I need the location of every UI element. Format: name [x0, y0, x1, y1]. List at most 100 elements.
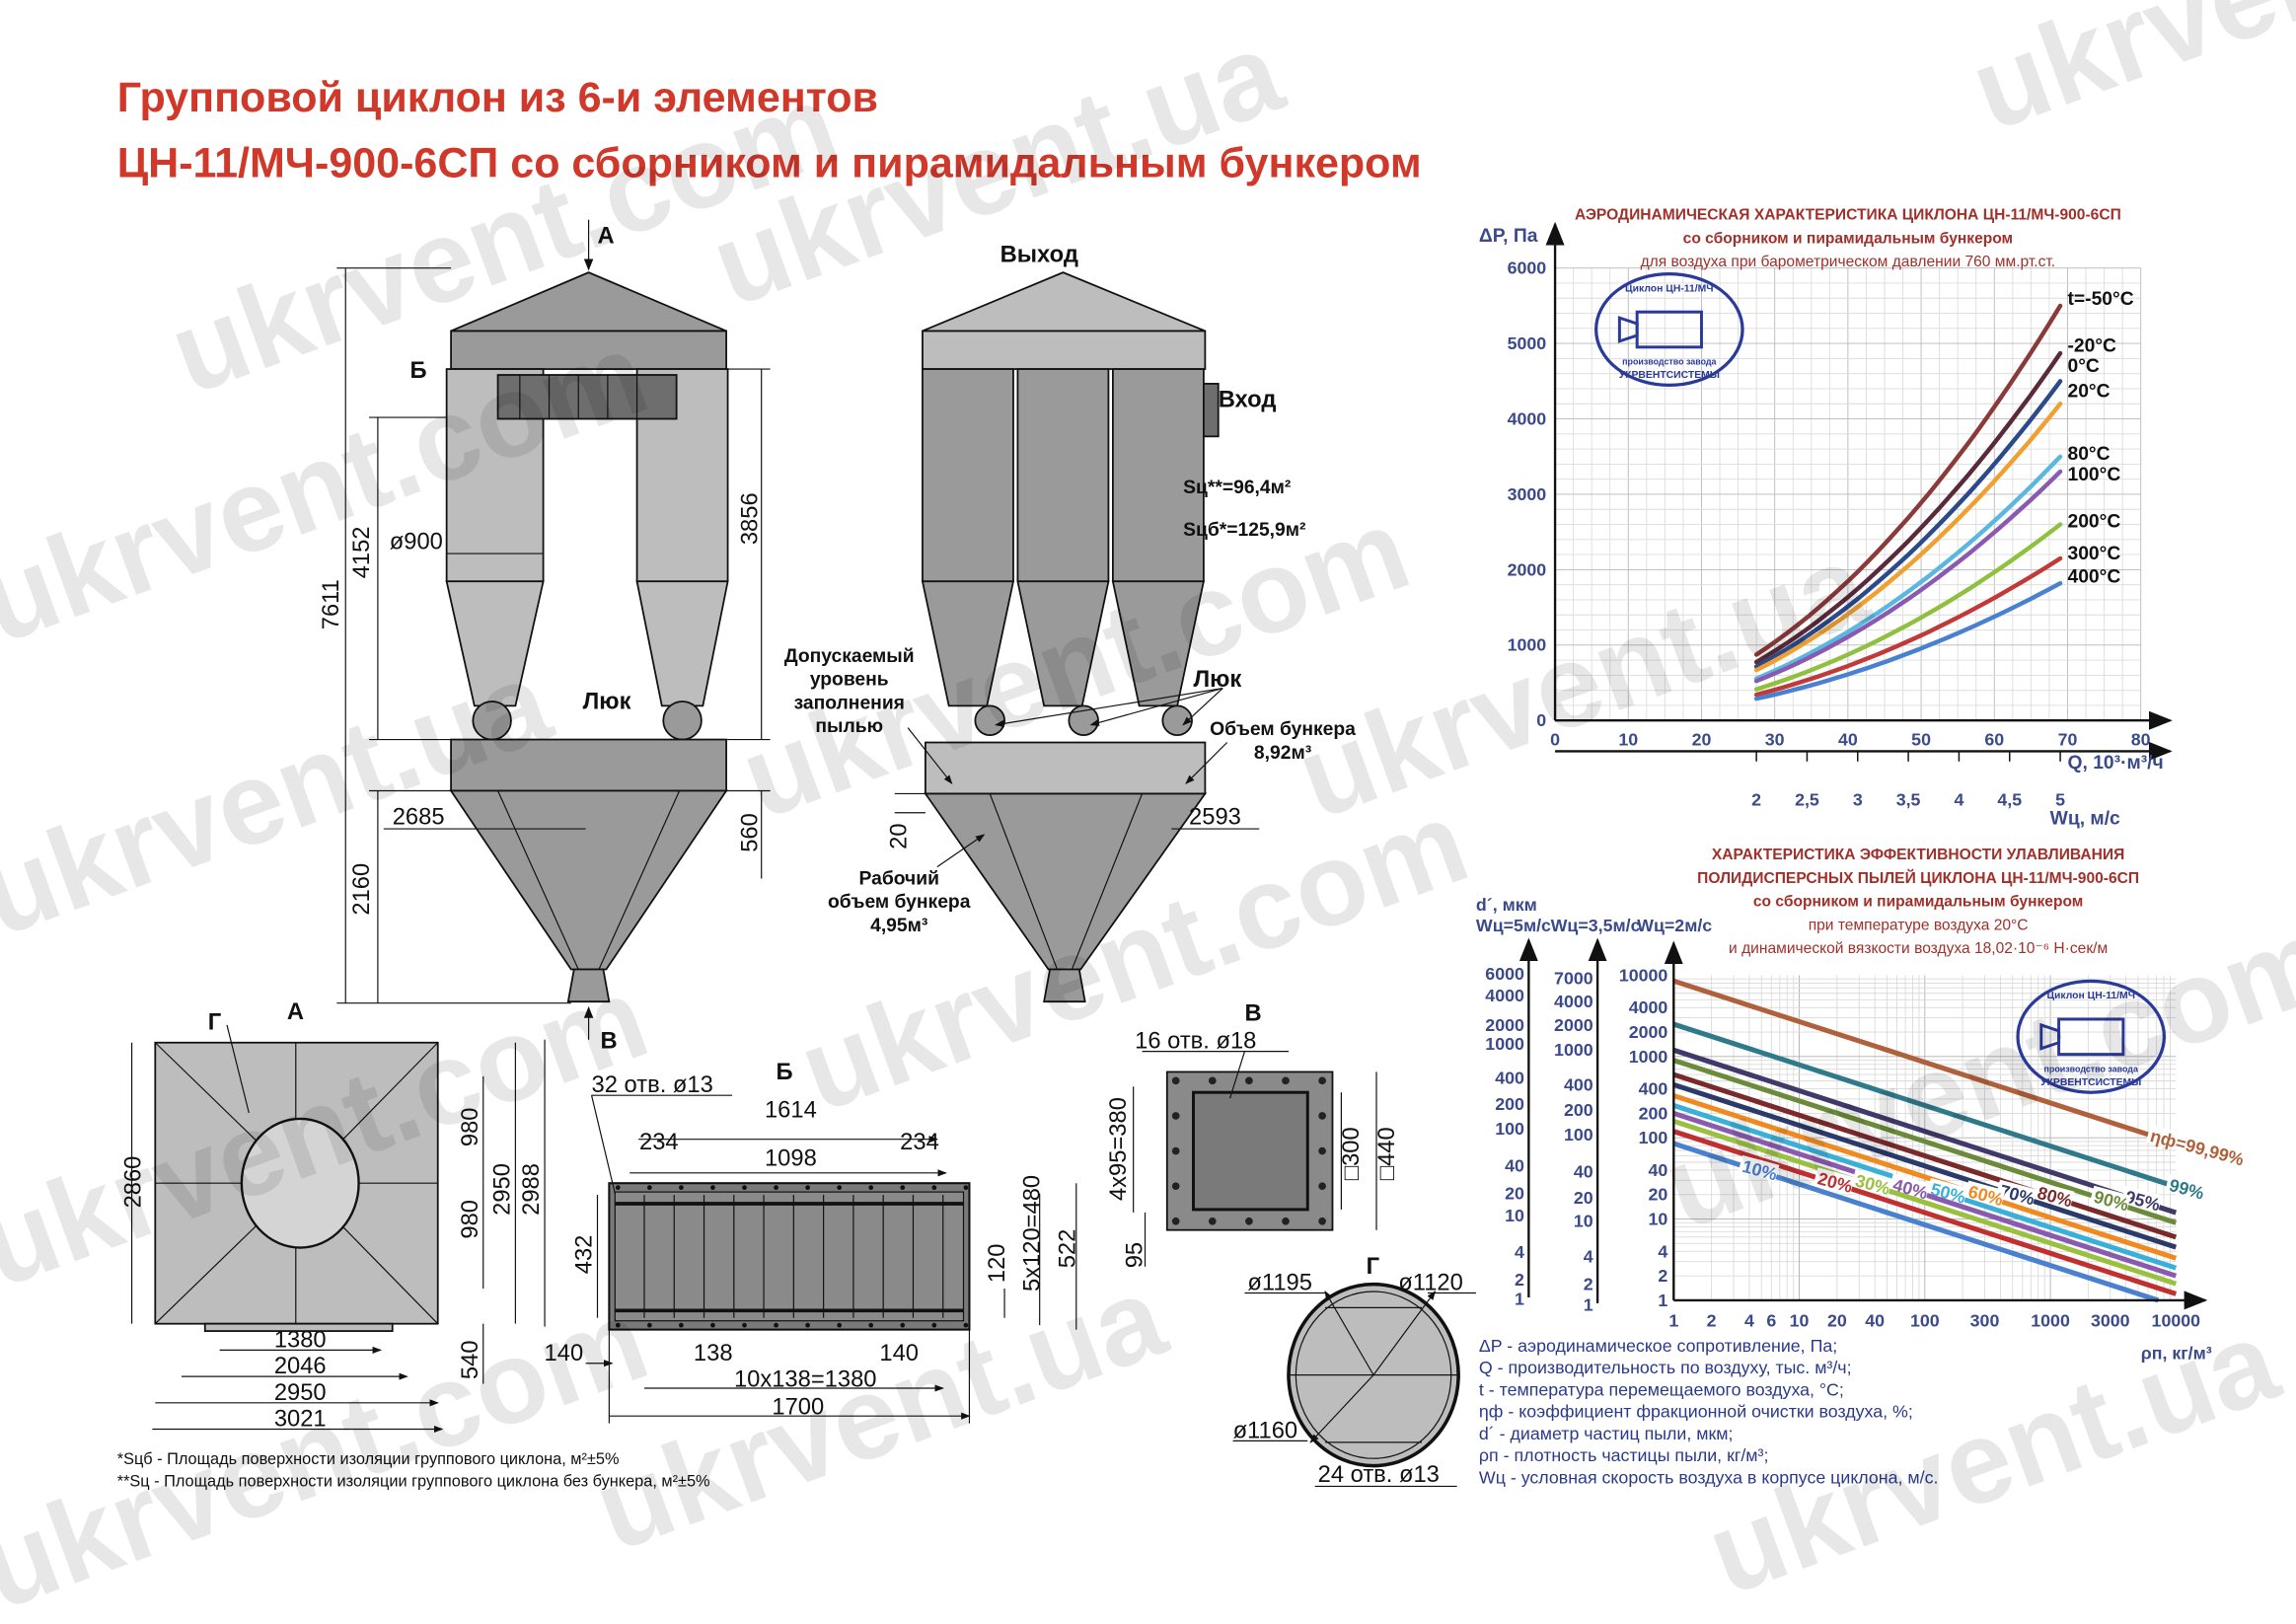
footnote-1: *Sцб - Площадь поверхности изоляции груп…	[117, 1450, 620, 1468]
series-label: 100°C	[2067, 465, 2120, 485]
stamp-ring	[1593, 271, 1744, 388]
fill-level-line-2: уровень	[810, 670, 889, 691]
plan-d2860: 2860	[120, 1156, 146, 1209]
y-tick-label: 5000	[1508, 333, 1547, 353]
y-tick-label: 3000	[1508, 484, 1547, 504]
y-tick-label-w5: 200	[1495, 1094, 1524, 1114]
y-tick-label-w5: 4	[1515, 1242, 1524, 1262]
bolt-hole	[1245, 1076, 1253, 1085]
bolt-hole	[963, 1185, 969, 1191]
y-tick-label-w5: 6000	[1485, 964, 1524, 984]
aero-chart-ylabel: ΔP, Па	[1479, 226, 1538, 247]
y-tick-label-w35: 4	[1584, 1246, 1593, 1266]
bunker-volume-line-2: 8,92м³	[1254, 743, 1311, 764]
x-tick-label: 40	[1865, 1311, 1885, 1331]
y-tick-label-w35: 1	[1584, 1294, 1593, 1314]
y-tick-label: 10000	[1619, 965, 1668, 985]
y-tick-label: 20	[1649, 1185, 1668, 1205]
view-b-d138: 138	[694, 1341, 733, 1366]
y-tick-label-w35: 10	[1574, 1212, 1593, 1231]
y-tick-label: 2000	[1629, 1022, 1668, 1042]
view-b-d234-left: 234	[639, 1130, 679, 1155]
x-tick-label: 2	[1707, 1311, 1717, 1331]
bolt-hole	[1318, 1076, 1326, 1085]
front-w2685: 2685	[393, 805, 445, 831]
legend-note: ηф - коэффициент фракционной очистки воз…	[1479, 1402, 1913, 1422]
eff-axis-label-w5: Wц=5м/с	[1476, 916, 1551, 935]
x-tick-label: 6	[1766, 1311, 1776, 1331]
y-tick-label-w35: 4000	[1554, 992, 1593, 1011]
bolt-hole	[1171, 1146, 1180, 1155]
view-b-holes: 32 отв. ø13	[592, 1072, 713, 1098]
stamp-text-bottom: УКРВЕНТСИСТЕМЫ	[2040, 1077, 2141, 1088]
view-g-d1195: ø1195	[1247, 1271, 1312, 1296]
legend-note: t - температура перемещаемого воздуха, °…	[1479, 1379, 1844, 1399]
bunker-volume-line-1: Объем бункера	[1210, 719, 1356, 740]
series-line	[1753, 303, 2063, 657]
y-tick-label-w35: 200	[1564, 1100, 1593, 1120]
bolt-hole	[1318, 1182, 1326, 1191]
eff-chart-subtitle-2: при температуре воздуха 20°C	[1809, 917, 2029, 933]
bolt-hole	[1208, 1217, 1217, 1225]
label-gap	[2120, 1185, 2163, 1213]
bolt-hole	[963, 1322, 969, 1328]
x-tick-label: 20	[1827, 1311, 1847, 1331]
y-tick-label: 200	[1639, 1103, 1668, 1123]
legend-note: Wц - условная скорость воздуха в корпусе…	[1479, 1467, 1939, 1487]
series-line	[1672, 1071, 2178, 1240]
bolt-hole	[805, 1185, 810, 1191]
bolt-hole	[868, 1322, 874, 1328]
series-line	[1672, 1047, 2178, 1216]
aero-chart-subtitle: со сборником и пирамидальным бункером	[1683, 230, 2013, 247]
eff-chart-ylabel: d´, мкм	[1476, 895, 1537, 915]
plan-d980-lower: 980	[458, 1200, 483, 1239]
side-area-2: Sцб*=125,9м²	[1183, 520, 1306, 541]
y-tick-label-w5: 2	[1515, 1270, 1524, 1290]
legend-notes: ΔP - аэродинамическое сопротивление, Па;…	[1479, 1336, 1939, 1488]
series-label: t=-50°C	[2067, 289, 2133, 310]
view-g-holes: 24 отв. ø13	[1318, 1462, 1440, 1488]
x-tick-label: 4	[1744, 1311, 1754, 1331]
label-gap	[1963, 1180, 2006, 1208]
x-tick-label: 10	[1790, 1311, 1810, 1331]
x2-tick-label: 4,5	[1997, 789, 2022, 809]
series-line	[1672, 1082, 2178, 1250]
label-gap	[1889, 1173, 1931, 1201]
eff-axis-label-w35: Wц=3,5м/с	[1551, 916, 1641, 935]
work-volume-line-2: объем бункера	[828, 892, 971, 913]
footnote-2: **Sц - Площадь поверхности изоляции груп…	[117, 1472, 710, 1490]
view-v-d440: □440	[1374, 1127, 1400, 1180]
view-b-label: Б	[777, 1060, 793, 1085]
view-g-d1120: ø1120	[1398, 1271, 1463, 1296]
x-tick-label: 70	[2058, 729, 2078, 749]
y-tick-label-w5: 40	[1505, 1155, 1524, 1175]
bolt-hole	[1318, 1146, 1326, 1155]
x-tick-label: 40	[1838, 729, 1858, 749]
stamp-text-bottom: УКРВЕНТСИСТЕМЫ	[1619, 370, 1720, 381]
bolt-hole	[931, 1185, 937, 1191]
series-label: -20°C	[2067, 335, 2116, 356]
plan-d540: 540	[458, 1340, 483, 1379]
front-dia-label: ø900	[390, 530, 443, 555]
y-tick-label-w35: 20	[1574, 1188, 1593, 1208]
label-gap	[1813, 1167, 1855, 1195]
y-tick-label-w5: 1000	[1485, 1034, 1524, 1054]
front-hatch-label: Люк	[583, 689, 631, 714]
front-h3856: 3856	[737, 492, 763, 545]
aero-chart-xlabel: Q, 10³·м³/ч	[2067, 753, 2163, 774]
title-line-1: Групповой циклон из 6-и элементов	[117, 74, 878, 121]
series-label: 300°C	[2067, 544, 2120, 564]
series-line	[1753, 350, 2063, 665]
y-tick-label: 400	[1639, 1079, 1668, 1099]
bolt-hole	[1171, 1182, 1180, 1191]
view-v-holes: 16 отв. ø18	[1135, 1029, 1256, 1055]
bolt-hole	[900, 1322, 906, 1328]
side-inlet-label: Вход	[1219, 388, 1277, 413]
bolt-hole	[742, 1322, 747, 1328]
stamp-text-top: Циклон ЦН-11/МЧ	[2046, 991, 2135, 1001]
x-tick-label: 20	[1692, 729, 1712, 749]
label-gap	[1995, 1179, 2037, 1207]
view-g-label: Г	[1367, 1254, 1379, 1280]
